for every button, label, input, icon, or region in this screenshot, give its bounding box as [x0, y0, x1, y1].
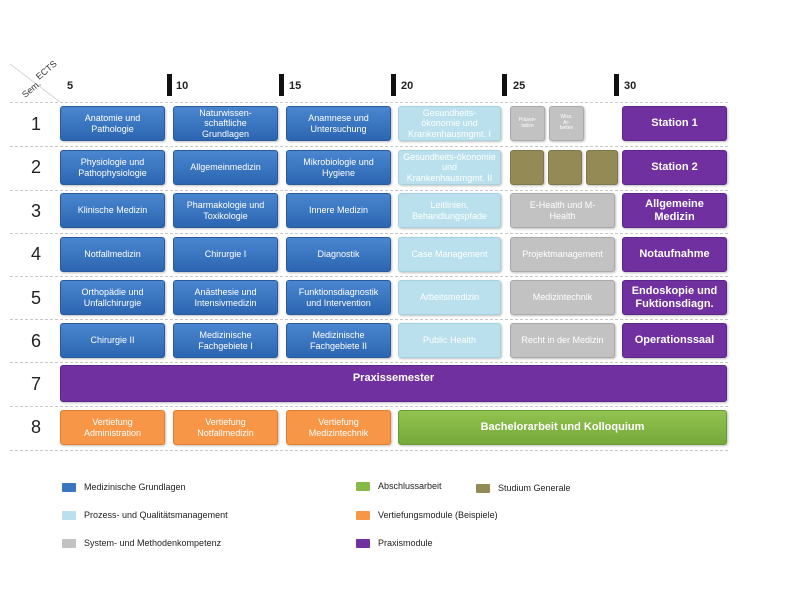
- legend-label: Studium Generale: [498, 483, 571, 493]
- module-pharmakologie-toxikologie: Pharmakologie und Toxikologie: [173, 193, 278, 228]
- module-arbeitsmedizin: Arbeitsmedizin: [398, 280, 501, 315]
- ects-tick-label: 20: [401, 80, 414, 92]
- module-orthopaedie: Orthopädie und Unfallchirurgie: [60, 280, 165, 315]
- ects-tick-mark: [614, 74, 619, 96]
- module-vertiefung-administration: Vertiefung Administration: [60, 410, 165, 445]
- semester-number: 1: [30, 114, 41, 134]
- row-divider: [10, 102, 728, 103]
- module-leitlinien: Leitlinien, Behandlungspfade: [398, 193, 501, 228]
- legend-swatch: [356, 538, 370, 548]
- module-recht-in-der-medizin: Recht in der Medizin: [510, 323, 615, 358]
- ects-tick-mark: [167, 74, 172, 96]
- ects-tick-mark: [391, 74, 396, 96]
- module-studium-generale: [586, 150, 618, 185]
- module-vertiefung-notfallmedizin: Vertiefung Notfallmedizin: [173, 410, 278, 445]
- module-allgemeine-medizin: Allgemeine Medizin: [622, 193, 727, 228]
- row-divider: [10, 406, 728, 407]
- semester-number: 8: [30, 417, 41, 437]
- semester-number: 2: [30, 157, 41, 177]
- legend-item: Abschlussarbeit: [356, 481, 442, 491]
- module-wiss-arbeiten: Wiss. Ar- beiten: [549, 106, 584, 141]
- legend-item: Studium Generale: [476, 483, 571, 493]
- module-bachelorarbeit: Bachelorarbeit und Kolloquium: [398, 410, 727, 445]
- row-divider: [10, 276, 728, 277]
- module-praxissemester: Praxissemester: [60, 365, 727, 402]
- module-studium-generale: [510, 150, 544, 185]
- legend-swatch: [62, 510, 76, 520]
- module-notaufnahme: Notaufnahme: [622, 237, 727, 272]
- module-anatomie-pathologie: Anatomie und Pathologie: [60, 106, 165, 141]
- ects-tick-label: 15: [289, 80, 302, 92]
- row-divider: [10, 362, 728, 363]
- module-operationssaal: Operationssaal: [622, 323, 727, 358]
- legend-swatch: [356, 481, 370, 491]
- legend-swatch: [62, 482, 76, 492]
- module-medizintechnik: Medizintechnik: [510, 280, 615, 315]
- semester-number: 4: [30, 244, 41, 264]
- module-station-2: Station 2: [622, 150, 727, 185]
- module-allgemeinmedizin: Allgemeinmedizin: [173, 150, 278, 185]
- row-divider: [10, 146, 728, 147]
- legend-label: System- und Methodenkompetenz: [84, 538, 222, 548]
- ects-tick-label: 10: [176, 80, 189, 92]
- ects-tick-mark: [279, 74, 284, 96]
- module-praesentation: Präsen- tation: [510, 106, 545, 141]
- module-medizinische-fachgebiete-2: Medizinische Fachgebiete II: [286, 323, 391, 358]
- legend-item: Prozess- und Qualitätsmanagement: [62, 510, 228, 520]
- legend-swatch: [62, 538, 76, 548]
- legend-label: Prozess- und Qualitätsmanagement: [84, 510, 228, 520]
- module-notfallmedizin: Notfallmedizin: [60, 237, 165, 272]
- module-anamnese-untersuchung: Anamnese und Untersuchung: [286, 106, 391, 141]
- module-endoskopie: Endoskopie und Fuktionsdiagn.: [622, 280, 727, 315]
- row-divider: [10, 450, 728, 451]
- module-public-health: Public Health: [398, 323, 501, 358]
- module-naturwissenschaftliche-grundlagen: Naturwissen- schaftliche Grundlagen: [173, 106, 278, 141]
- module-vertiefung-medizintechnik: Vertiefung Medizintechnik: [286, 410, 391, 445]
- module-medizinische-fachgebiete-1: Medizinische Fachgebiete I: [173, 323, 278, 358]
- ects-tick-label: 30: [624, 80, 637, 92]
- legend-item: Medizinische Grundlagen: [62, 482, 186, 492]
- semester-number: 6: [30, 331, 41, 351]
- row-divider: [10, 190, 728, 191]
- module-station-1: Station 1: [622, 106, 727, 141]
- header-diagonal: [10, 64, 60, 102]
- ects-tick-label: 5: [67, 80, 74, 92]
- module-projektmanagement: Projektmanagement: [510, 237, 615, 272]
- legend-swatch: [476, 483, 490, 493]
- legend-label: Praxismodule: [378, 538, 433, 548]
- module-case-management: Case Management: [398, 237, 501, 272]
- legend-label: Abschlussarbeit: [378, 481, 442, 491]
- module-innere-medizin: Innere Medizin: [286, 193, 391, 228]
- module-klinische-medizin: Klinische Medizin: [60, 193, 165, 228]
- legend-label: Vertiefungsmodule (Beispiele): [378, 510, 498, 520]
- module-anaesthesie: Anästhesie und Intensivmedizin: [173, 280, 278, 315]
- legend-item: Praxismodule: [356, 538, 433, 548]
- legend-swatch: [356, 510, 370, 520]
- module-chirurgie-1: Chirurgie I: [173, 237, 278, 272]
- module-studium-generale: [548, 150, 582, 185]
- module-diagnostik: Diagnostik: [286, 237, 391, 272]
- ects-tick-label: 25: [513, 80, 526, 92]
- legend-label: Medizinische Grundlagen: [84, 482, 186, 492]
- module-physiologie: Physiologie und Pathophysiologie: [60, 150, 165, 185]
- module-chirurgie-2: Chirurgie II: [60, 323, 165, 358]
- legend-item: System- und Methodenkompetenz: [62, 538, 221, 548]
- semester-number: 5: [30, 288, 41, 308]
- module-mikrobiologie-hygiene: Mikrobiologie und Hygiene: [286, 150, 391, 185]
- module-gesundheitsoekonomie-2: Gesundheits-ökonomie und Krankenhausmgmt…: [398, 150, 501, 185]
- row-divider: [10, 233, 728, 234]
- semester-number: 7: [30, 374, 41, 394]
- row-divider: [10, 319, 728, 320]
- module-gesundheitsoekonomie-1: Gesundheits- ökonomie und Krankenhausmgm…: [398, 106, 501, 141]
- semester-number: 3: [30, 201, 41, 221]
- ects-tick-mark: [502, 74, 507, 96]
- module-funktionsdiagnostik: Funktionsdiagnostik und Intervention: [286, 280, 391, 315]
- module-e-health: E-Health und M- Health: [510, 193, 615, 228]
- legend-item: Vertiefungsmodule (Beispiele): [356, 510, 498, 520]
